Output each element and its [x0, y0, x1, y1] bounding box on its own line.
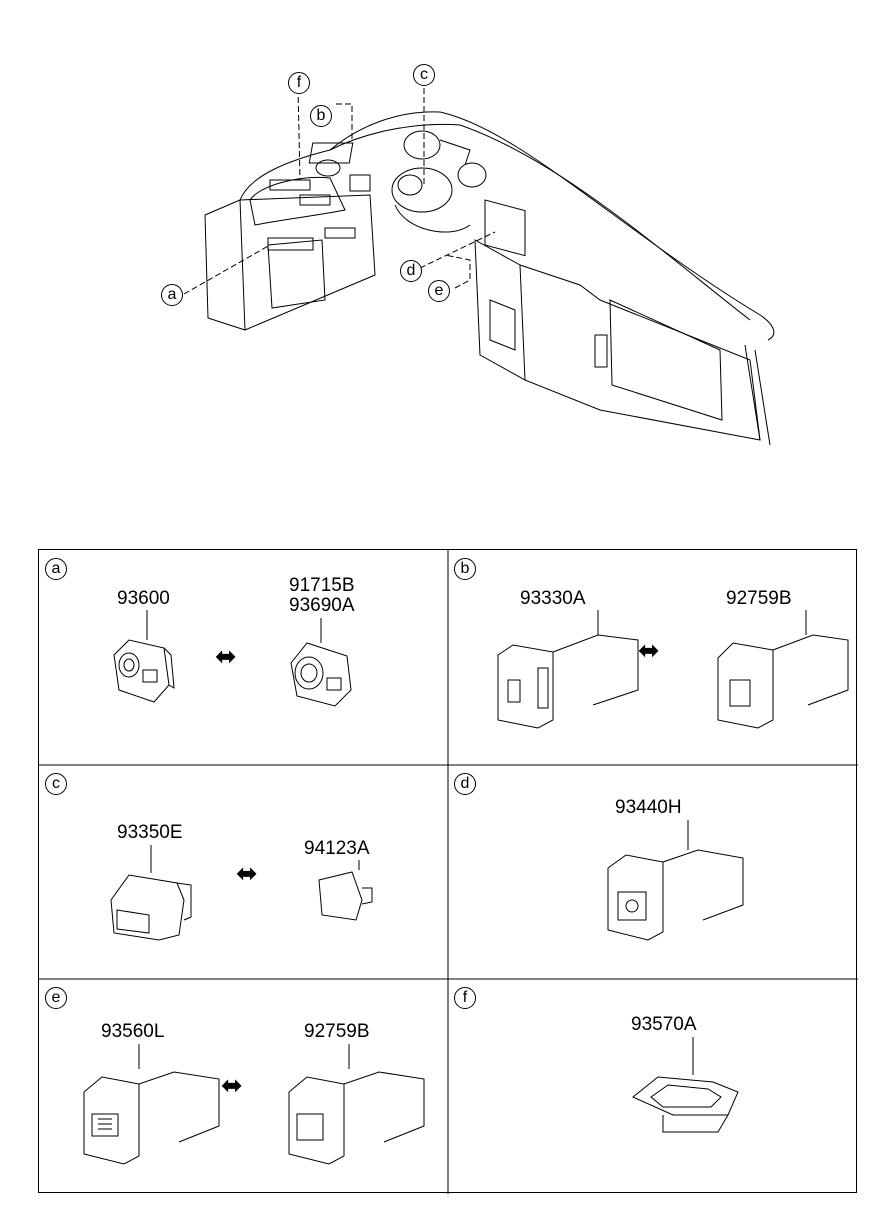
callout-b: b — [310, 105, 332, 127]
interchange-arrow: ⬌ — [221, 1070, 243, 1100]
grid-lines — [39, 550, 858, 1194]
part-number-91715B: 91715B — [289, 575, 355, 596]
switch-93570A-drawing — [632, 1037, 739, 1133]
part-number-93350E: 93350E — [117, 822, 183, 843]
switch-93350E-drawing — [110, 845, 192, 941]
part-number-93440H: 93440H — [615, 797, 682, 818]
panel-d-tag: d — [454, 773, 476, 795]
callout-e: e — [428, 280, 450, 302]
left-console-side — [204, 199, 246, 331]
switch-92759B-drawing — [717, 610, 849, 729]
leader-d — [419, 231, 496, 269]
panel-a-tag: a — [45, 558, 67, 580]
part-number-93560L: 93560L — [101, 1021, 165, 1042]
switch-93330A-drawing — [497, 610, 639, 729]
switch-92759B-e-drawing — [288, 1044, 425, 1165]
callout-c: c — [413, 64, 435, 86]
panel-e-tag: e — [45, 987, 67, 1009]
panel-d: d 93440H — [448, 765, 858, 979]
callout-a: a — [161, 284, 183, 306]
part-number-93690A: 93690A — [289, 595, 355, 616]
interchange-arrow: ⬌ — [638, 635, 660, 665]
leader-b — [336, 103, 353, 140]
panel-a: a 93600 91715B 93690A ⬌ — [39, 550, 448, 765]
part-number-92759B: 92759B — [726, 588, 792, 609]
part-number-93570A: 93570A — [631, 1014, 697, 1035]
leader-a — [183, 244, 271, 295]
left-console-front — [239, 194, 376, 331]
callout-f: f — [288, 72, 310, 94]
part-number-94123A: 94123A — [304, 838, 370, 859]
parts-grid: a 93600 91715B 93690A ⬌ — [38, 549, 858, 1194]
interchange-arrow: ⬌ — [215, 641, 237, 671]
leader-f — [297, 87, 301, 181]
panel-c-tag: c — [45, 773, 67, 795]
dashboard-overview-drawing — [183, 87, 775, 446]
cover-94123A-drawing — [318, 860, 373, 921]
leader-e — [444, 254, 471, 289]
panel-f: f 93570A — [448, 979, 858, 1194]
part-number-92759B-e: 92759B — [304, 1021, 370, 1042]
panel-b: b 93330A 92759B ⬌ — [448, 550, 858, 765]
panel-f-tag: f — [454, 987, 476, 1009]
part-number-93600: 93600 — [117, 588, 170, 609]
switch-93600-drawing — [113, 610, 175, 703]
panel-e: e 93560L 92759B ⬌ — [39, 979, 448, 1194]
glovebox-panel — [267, 239, 326, 309]
callout-d: d — [400, 260, 422, 282]
interchange-arrow: ⬌ — [236, 858, 258, 888]
switch-93560L-drawing — [83, 1044, 220, 1165]
panel-c: c 93350E 94123A ⬌ — [39, 765, 448, 979]
switch-93690A-drawing — [290, 618, 352, 707]
part-number-93330A: 93330A — [520, 588, 586, 609]
switch-93440H-drawing — [607, 820, 744, 941]
panel-b-tag: b — [454, 558, 476, 580]
